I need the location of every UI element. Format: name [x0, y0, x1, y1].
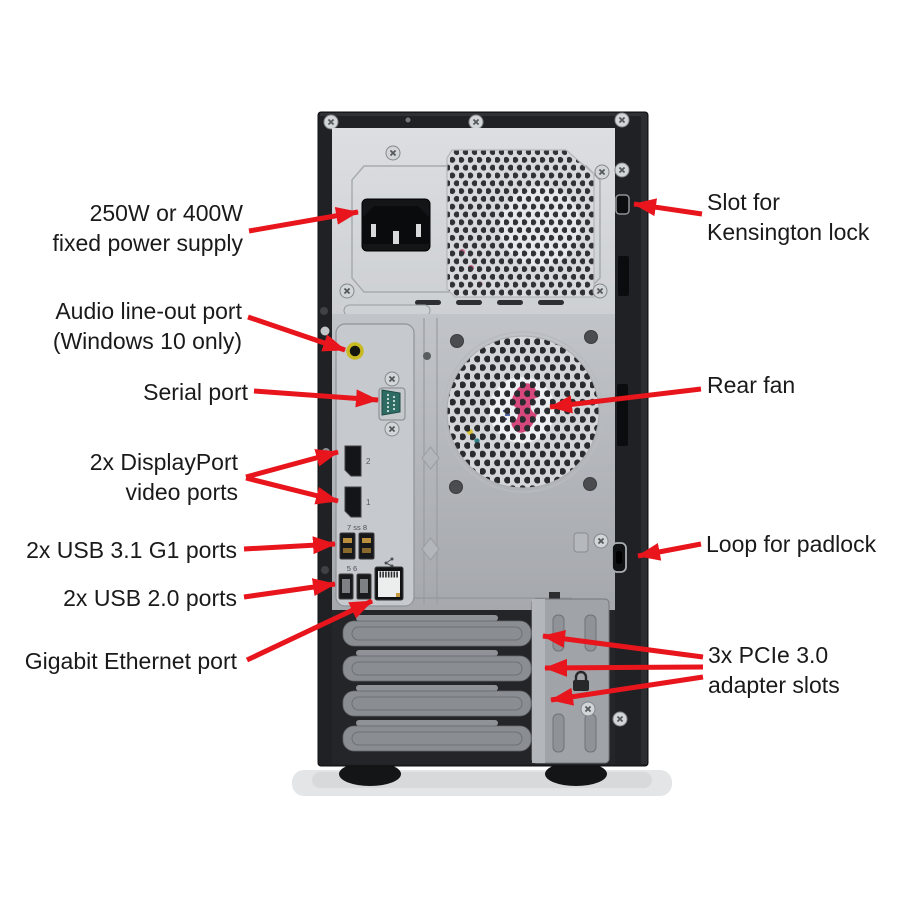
stamped-node: [421, 537, 440, 561]
ac-power-inlet: [361, 198, 431, 252]
fan-screw-hole: [450, 334, 464, 348]
pcie-retention-bracket: [531, 592, 610, 764]
arrow-pcie-3: [550, 674, 704, 706]
screw-icon: [384, 421, 400, 437]
displayport-2-legend: 2: [366, 457, 371, 466]
rivet: [320, 307, 328, 315]
arrow-usb20: [243, 578, 336, 600]
edge-recess: [618, 256, 629, 296]
fan-screw-hole: [449, 480, 463, 494]
arrow-usb31: [243, 536, 336, 555]
label-audio-lineout: Audio line-out port (Windows 10 only): [52, 298, 242, 354]
arrow-padlock: [637, 541, 702, 561]
usb20-ports: 5 6: [338, 564, 372, 600]
label-power-supply: 250W or 400W fixed power supply: [52, 200, 244, 256]
usb31-ports: 7 ss 8: [339, 523, 375, 560]
serial-port: [378, 371, 406, 437]
screw-icon: [612, 711, 628, 727]
displayport-1-legend: 1: [366, 498, 371, 507]
rear-io-panel: 2 1 7 ss 8 5 6: [332, 314, 615, 610]
arrow-audio: [247, 314, 346, 353]
screw-icon: [592, 283, 608, 299]
kensington-lock-slot: [615, 194, 630, 215]
pcie-slot-area: [332, 592, 628, 764]
screw-icon: [384, 371, 400, 387]
displayport-1: 1: [344, 486, 371, 518]
arrow-kensington: [633, 198, 703, 217]
rubber-foot: [339, 762, 401, 786]
label-ethernet-port: Gigabit Ethernet port: [24, 648, 237, 674]
screw-icon: [385, 145, 401, 161]
screw-icon: [468, 114, 484, 130]
label-usb20-ports: 2x USB 2.0 ports: [63, 585, 237, 611]
usb31-legend: 7 ss 8: [347, 523, 367, 532]
fan-screw-hole: [583, 477, 597, 491]
screw-icon: [593, 533, 609, 549]
displayport-2: 2: [344, 445, 371, 477]
slot-openings: [356, 615, 498, 726]
arrow-serial: [253, 388, 379, 408]
screw-icon: [339, 283, 355, 299]
label-displayport: 2x DisplayPort video ports: [89, 449, 238, 505]
arrow-displayport-2: [245, 449, 339, 480]
panel-hole: [423, 352, 431, 360]
fan-screw-hole: [584, 330, 598, 344]
label-kensington-slot: Slot for Kensington lock: [707, 189, 870, 245]
label-padlock-loop: Loop for padlock: [706, 531, 877, 557]
rivet: [405, 117, 411, 123]
arrow-power-supply: [248, 206, 359, 234]
rivet: [320, 326, 330, 336]
pcie-slot-cover: [342, 690, 532, 717]
arrow-pcie-2: [544, 658, 704, 677]
label-usb31-ports: 2x USB 3.1 G1 ports: [26, 537, 237, 563]
lock-icon: [573, 670, 589, 691]
pcie-slot-cover: [342, 620, 532, 647]
vent-slots: [415, 300, 564, 305]
callout-arrows: [243, 198, 704, 706]
audio-lineout-jack: [346, 342, 364, 360]
rear-fan-grille: [442, 331, 604, 493]
screw-icon: [614, 162, 630, 178]
stamped-node: [421, 446, 440, 470]
screw-icon: [614, 112, 630, 128]
screw-icon: [323, 114, 339, 130]
rubber-foot: [545, 762, 607, 786]
psu-panel: [332, 128, 615, 317]
arrow-rear-fan: [549, 386, 702, 414]
label-serial-port: Serial port: [143, 379, 248, 405]
padlock-loop: [611, 542, 627, 573]
ethernet-port: [374, 557, 404, 601]
arrow-ethernet: [245, 598, 374, 663]
ethernet-led: [396, 593, 400, 597]
stamped-clip: [573, 532, 589, 553]
rivet: [321, 566, 329, 574]
edge-recess: [617, 384, 628, 446]
pcie-slot-cover: [342, 725, 532, 752]
usb20-legend: 5 6: [347, 564, 357, 573]
arrow-pcie-1: [542, 629, 704, 660]
pcie-slot-cover: [342, 655, 532, 682]
arrow-displayport-1: [245, 475, 339, 505]
psu-fan-grille: [446, 149, 595, 298]
label-rear-fan: Rear fan: [707, 372, 796, 398]
label-pcie-slots: 3x PCIe 3.0 adapter slots: [708, 642, 840, 698]
screw-icon: [580, 701, 596, 717]
pcie-slot-covers: [342, 620, 532, 752]
screw-icon: [594, 164, 610, 180]
